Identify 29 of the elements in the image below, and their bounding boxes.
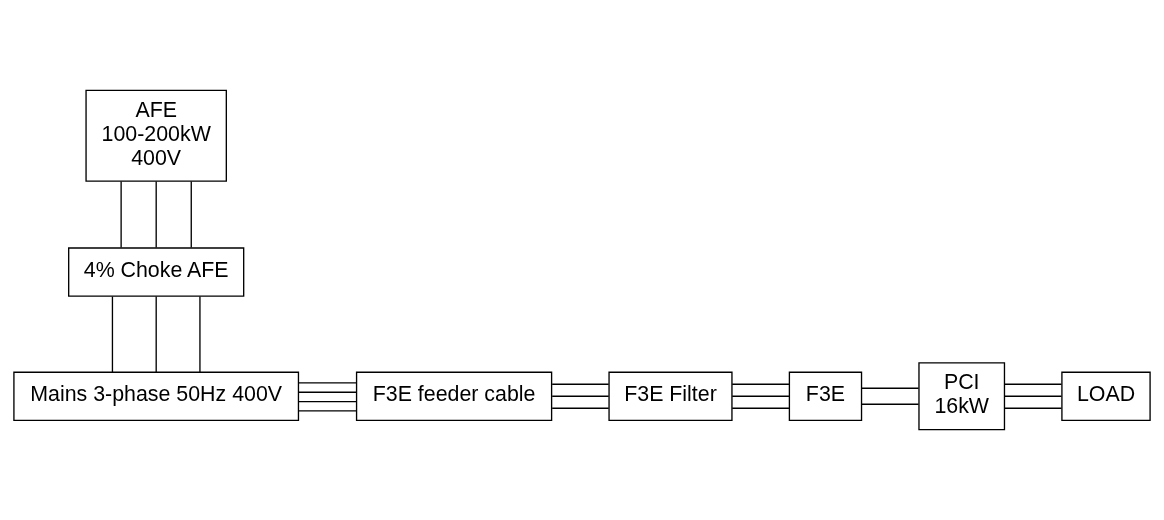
node-box: F3E: [788, 371, 863, 421]
connector: [731, 383, 790, 385]
node-box: 4% Choke AFE: [68, 247, 245, 297]
connector: [860, 403, 920, 405]
node-box: F3E Filter: [608, 371, 733, 421]
connector: [297, 382, 358, 384]
connector: [731, 407, 790, 409]
connector: [120, 180, 122, 249]
connector: [111, 295, 114, 373]
node-box: F3E feeder cable: [355, 371, 553, 421]
connector: [551, 407, 610, 409]
node-box: AFE 100-200kW 400V: [85, 89, 227, 182]
connector: [297, 400, 358, 403]
connector: [190, 180, 192, 249]
node-box: Mains 3-phase 50Hz 400V: [13, 371, 300, 421]
connector: [731, 395, 790, 397]
connector: [297, 410, 358, 412]
connector: [155, 180, 157, 249]
node-box: LOAD: [1061, 371, 1151, 421]
node-box: PCI 16kW: [918, 362, 1006, 431]
connector: [1003, 383, 1063, 385]
connector: [155, 295, 157, 373]
connector: [551, 395, 610, 397]
connector: [199, 295, 201, 373]
connector: [1003, 395, 1063, 397]
connector: [551, 383, 610, 385]
connector: [297, 391, 358, 393]
connector: [1003, 407, 1063, 409]
connector: [860, 387, 920, 389]
